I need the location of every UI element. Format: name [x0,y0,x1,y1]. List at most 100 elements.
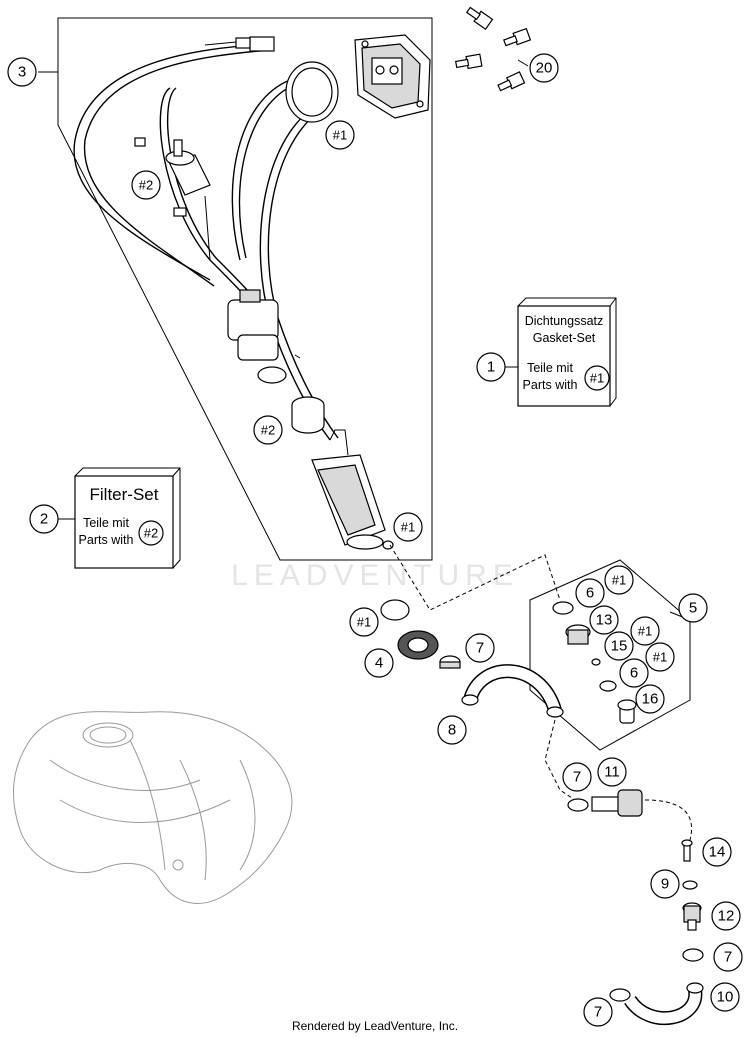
gasket-box-ref: #1 [590,371,604,386]
callout-11: 11 [597,757,627,787]
callout-5: 5 [678,593,708,623]
quick-connector-11 [591,789,643,817]
svg-text:9: 9 [661,876,669,893]
svg-text:#1: #1 [638,624,652,639]
gasket-box-line2: Gasket-Set [533,331,596,345]
fuel-filter [134,137,211,261]
pump-flange-plate [354,34,431,119]
callout-20: 20 [529,53,559,83]
svg-text:#1: #1 [653,650,667,665]
svg-text:#2: #2 [139,178,153,193]
gasket-box-line4: Parts with [523,378,578,392]
pump-assembly-outline [57,17,433,561]
callout-12: 12 [711,901,741,931]
svg-text:7: 7 [594,1004,602,1021]
watermark: LEADVENTURE [231,559,519,592]
hose-clamp-bottom [609,988,631,1002]
callout-13: 13 [589,605,619,635]
svg-text:#1: #1 [612,573,626,588]
svg-text:5: 5 [689,600,697,617]
hose-clamp-lower [682,948,704,962]
gasket-box-line1: Dichtungssatz [525,314,604,328]
ref-1-kit-upper: #1 [604,565,634,595]
svg-text:3: 3 [18,64,26,81]
gasket-set-box: Dichtungssatz Gasket-Set Teile mit Parts… [517,297,617,407]
ref-1-kit-middle: #1 [630,616,660,646]
svg-text:7: 7 [476,640,484,657]
kit-5-outline [529,559,691,751]
connection-dashed [389,544,561,611]
fuel-hose-10 [624,982,704,1025]
callout-7-lower: 7 [713,942,743,972]
connection-dashed-2 [544,719,576,801]
filter-set-box: Filter-Set Teile mit Parts with #2 [74,467,181,569]
hose-clamp-middle [567,798,589,812]
leader-20 [517,59,529,67]
flange-bolts [454,6,532,92]
wiring-harness [73,36,275,287]
fuel-pump-regulator [227,289,301,384]
svg-text:#1: #1 [401,520,415,535]
callout-16: 16 [635,684,665,714]
svg-text:#1: #1 [357,615,371,630]
callout-15: 15 [604,631,634,661]
callout-2: 2 [29,504,59,534]
ref-1-kit-lower: #1 [645,642,675,672]
internal-fuel-hoses [159,79,339,441]
svg-text:1: 1 [487,359,495,376]
svg-text:14: 14 [709,844,726,861]
callout-1: 1 [476,352,506,382]
ref-1-gasket-ring: #1 [325,120,355,150]
callout-6-lower: 6 [619,658,649,688]
callout-8: 8 [437,715,467,745]
svg-text:16: 16 [642,691,659,708]
svg-text:#2: #2 [261,423,275,438]
ref-2-filter: #2 [131,170,161,200]
fuel-tank [12,711,293,904]
svg-text:13: 13 [596,612,613,629]
flange-seal-4 [397,630,439,660]
callout-7-bottom: 7 [583,997,613,1027]
o-ring [380,599,410,621]
svg-text:2: 2 [40,511,48,528]
svg-text:12: 12 [718,908,735,925]
callout-9: 9 [650,869,680,899]
svg-text:6: 6 [630,665,638,682]
filter-box-line1: Teile mit [83,516,129,530]
svg-text:20: 20 [536,60,553,77]
filter-box-title: Filter-Set [90,485,159,504]
kit-5-parts [552,601,637,724]
callout-10: 10 [710,982,740,1012]
callout-7-middle: 7 [562,762,592,792]
svg-text:7: 7 [724,949,732,966]
svg-text:10: 10 [717,989,734,1006]
hose-nipple-12 [682,902,702,931]
ref-1-pump: #1 [393,512,423,542]
svg-text:11: 11 [604,764,620,781]
callout-7-upper: 7 [465,633,495,663]
svg-text:4: 4 [375,655,383,672]
callout-6-upper: 6 [575,578,605,608]
callout-14: 14 [702,837,732,867]
callout-3: 3 [7,57,37,87]
svg-text:7: 7 [573,769,581,786]
retaining-pin-14 [681,839,693,862]
svg-text:#1: #1 [333,128,347,143]
hose-clamp-upper [439,655,461,669]
filter-box-line2: Parts with [79,533,134,547]
callout-4: 4 [364,648,394,678]
svg-text:6: 6 [586,585,594,602]
flange-gasket [285,61,339,123]
fuel-hose-8 [461,664,564,718]
o-ring-9 [682,880,698,890]
ref-1-oring: #1 [349,607,379,637]
fuel-pump [311,429,394,550]
filter-sleeve [291,396,325,434]
footer-credit: Rendered by LeadVenture, Inc. [292,1019,458,1033]
gasket-box-line3: Teile mit [527,361,573,375]
filter-box-ref: #2 [144,526,158,541]
svg-text:15: 15 [611,638,628,655]
svg-text:8: 8 [448,722,456,739]
ref-2-sleeve: #2 [253,415,283,445]
